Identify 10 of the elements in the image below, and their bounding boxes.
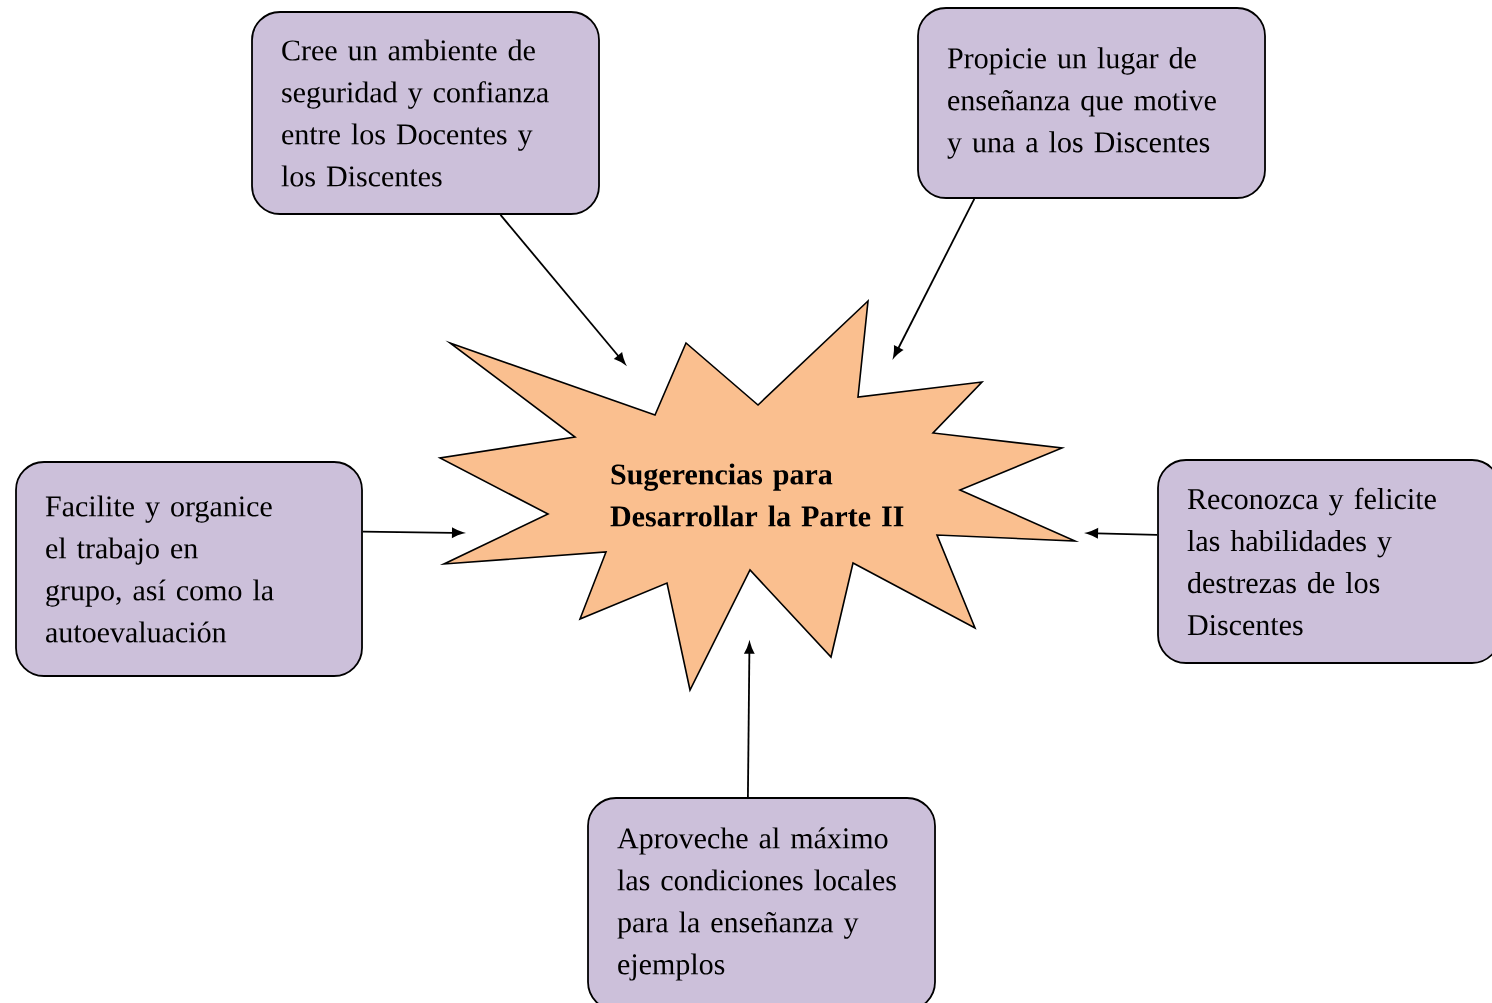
text-box: Propicie un lugar de enseñanza que motive y una a los Discentes — [917, 7, 1266, 199]
arrow — [1086, 528, 1158, 539]
arrow — [893, 198, 976, 358]
text-box: Aproveche al máximo las condiciones locales para la enseñanza y ejemplos — [587, 797, 936, 1003]
text-box: Reconozca y felicite las habilidades y destrezas de los Discentes — [1157, 459, 1492, 664]
arrow — [499, 214, 626, 365]
text-box: Cree un ambiente de seguridad y confianza entre los Docentes y los Discentes — [251, 11, 600, 215]
arrow — [362, 528, 464, 538]
arrow — [744, 642, 755, 798]
text-box: Facilite y organice el trabajo en grupo, así como la autoevaluación — [15, 461, 363, 677]
